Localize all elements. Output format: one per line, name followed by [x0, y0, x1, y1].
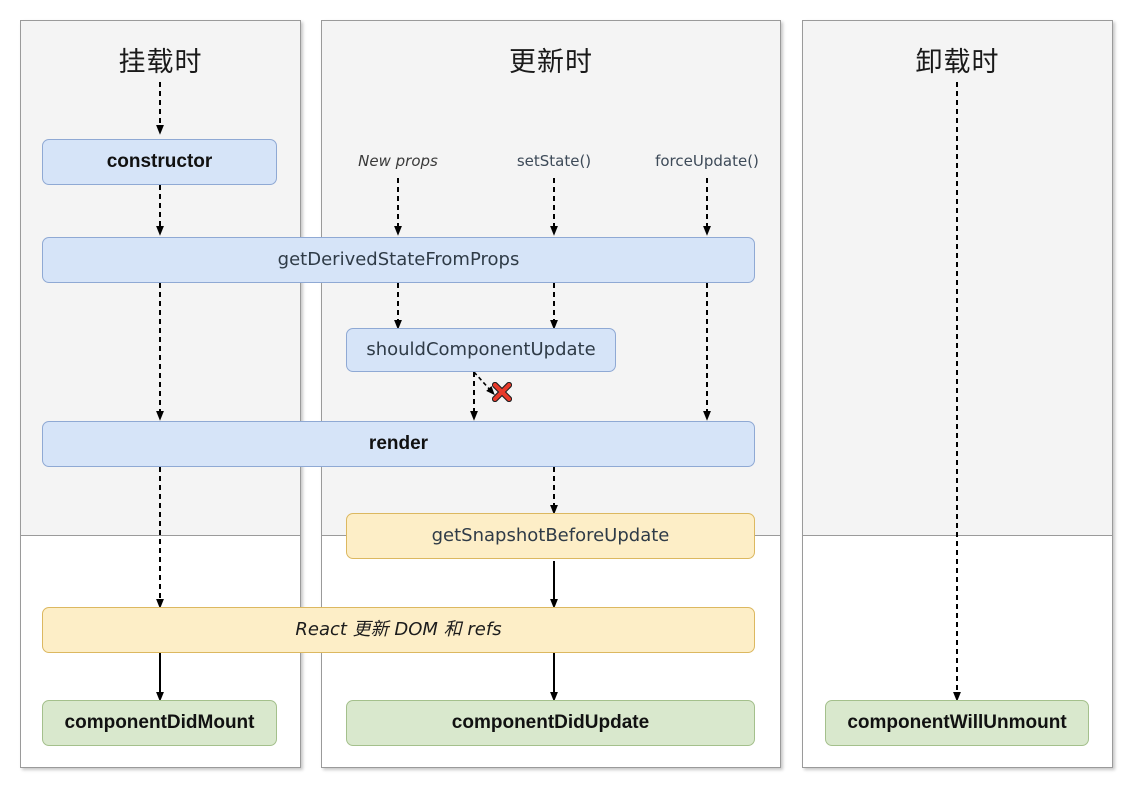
- panel-unmounting-title: 卸载时: [915, 47, 1000, 78]
- skip-render-x-icon: [491, 381, 513, 403]
- box-get-derived-state-from-props[interactable]: getDerivedStateFromProps: [42, 237, 755, 283]
- box-render[interactable]: render: [42, 421, 755, 467]
- panel-mounting-title: 挂载时: [118, 47, 203, 78]
- box-get-derived-state-from-props-label: getDerivedStateFromProps: [277, 249, 520, 271]
- box-constructor-label: constructor: [106, 150, 213, 172]
- box-component-did-update-label: componentDidUpdate: [451, 711, 650, 733]
- box-get-snapshot-before-update[interactable]: getSnapshotBeforeUpdate: [346, 513, 755, 559]
- box-get-snapshot-before-update-label: getSnapshotBeforeUpdate: [431, 525, 670, 547]
- trigger-new-props: New props: [358, 152, 438, 170]
- box-component-did-mount-label: componentDidMount: [64, 711, 255, 733]
- box-react-updates-dom-and-refs-label: React 更新 DOM 和 refs: [295, 619, 502, 641]
- box-render-label: render: [368, 432, 429, 454]
- box-component-did-mount[interactable]: componentDidMount: [42, 700, 277, 746]
- trigger-set-state: setState(): [516, 152, 592, 170]
- box-react-updates-dom-and-refs[interactable]: React 更新 DOM 和 refs: [42, 607, 755, 653]
- box-should-component-update-label: shouldComponentUpdate: [366, 339, 596, 361]
- box-component-did-update[interactable]: componentDidUpdate: [346, 700, 755, 746]
- panel-updating-title: 更新时: [509, 47, 593, 78]
- box-should-component-update[interactable]: shouldComponentUpdate: [346, 328, 616, 372]
- box-component-will-unmount-label: componentWillUnmount: [847, 711, 1067, 733]
- box-constructor[interactable]: constructor: [42, 139, 277, 185]
- trigger-force-update: forceUpdate(): [655, 152, 759, 170]
- box-component-will-unmount[interactable]: componentWillUnmount: [825, 700, 1089, 746]
- panel-unmounting-render-phase: [803, 21, 1112, 536]
